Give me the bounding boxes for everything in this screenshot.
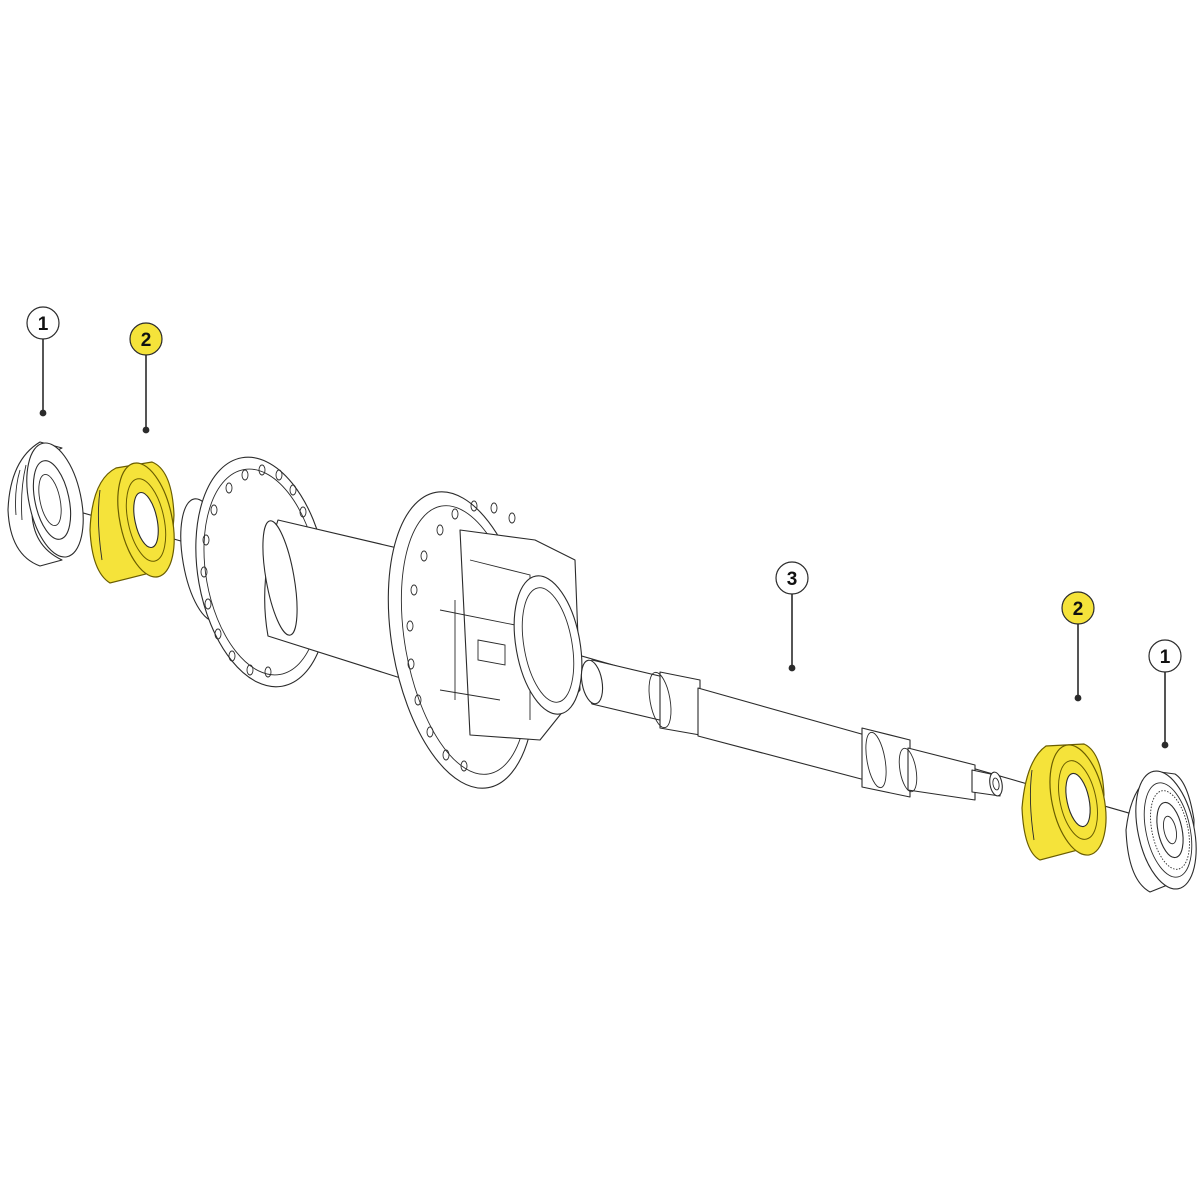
callout-2-left: 2: [129, 322, 163, 434]
callout-label: 3: [787, 569, 798, 590]
callout-label: 1: [38, 314, 49, 335]
callout-label: 2: [1073, 599, 1084, 620]
callout-2-right: 2: [1061, 591, 1095, 702]
right-flange-spoke-holes: [406, 500, 516, 772]
callout-label: 1: [1160, 647, 1171, 668]
callout-label: 2: [141, 330, 152, 351]
callout-1-left: 1: [26, 306, 60, 417]
callout-3: 3: [775, 561, 809, 672]
axle: [580, 659, 1003, 801]
bearing-left: [89, 461, 175, 584]
end-cap-right: [1125, 770, 1197, 893]
left-flange-spoke-holes: [200, 464, 307, 678]
bearing-right: [1021, 743, 1107, 861]
callout-1-right: 1: [1148, 639, 1182, 749]
knurl-ring: [1150, 790, 1190, 870]
hub-body: [180, 456, 583, 789]
callouts: 1 2 3 2 1: [26, 306, 1182, 749]
end-cap-left: [7, 441, 84, 567]
